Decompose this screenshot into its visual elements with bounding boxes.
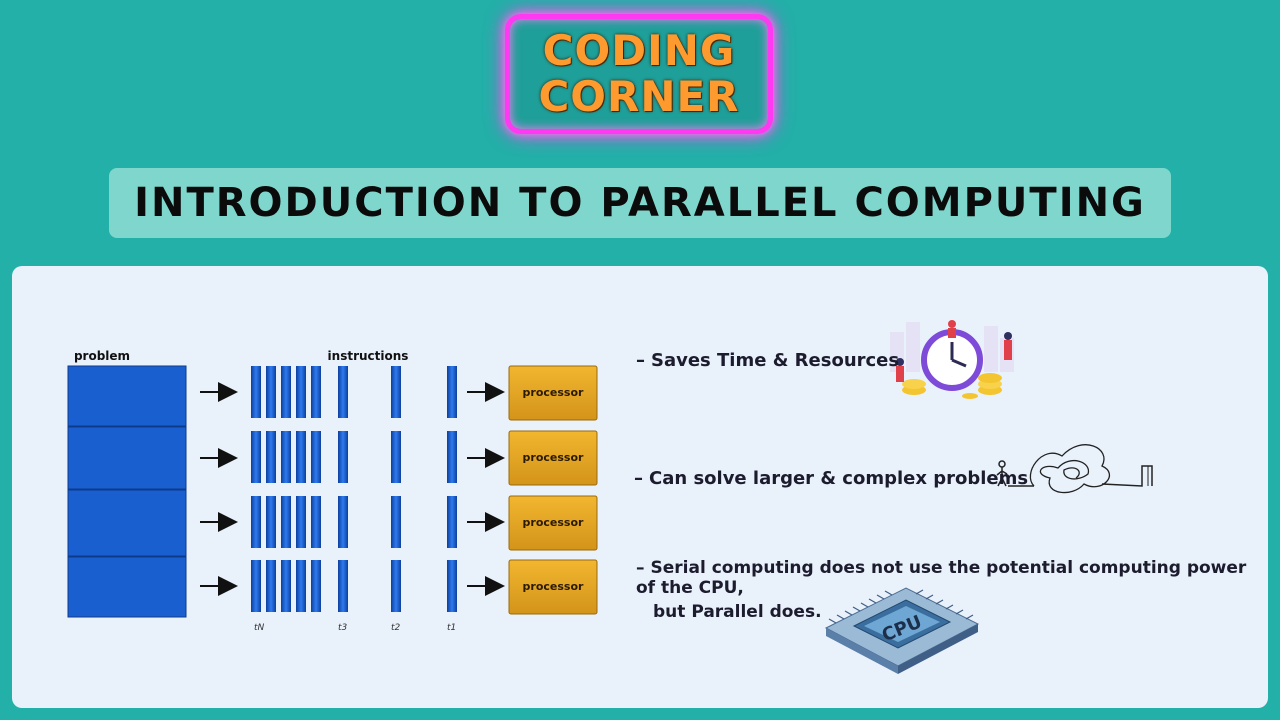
problem-label: problem [74, 349, 130, 363]
bullet-dash: – [634, 468, 643, 489]
diagram-row-4: processor [200, 559, 598, 615]
time-label-t2: t2 [391, 623, 401, 633]
diagram-row-1: processor [200, 365, 598, 421]
bullet-dash: – [636, 350, 645, 371]
problem-block [67, 365, 187, 618]
bullet-saves-time: –Saves Time & Resources [636, 350, 899, 371]
bullet-serial-vs-parallel: –Serial computing does not use the poten… [636, 558, 1268, 622]
cpu-chip-icon [824, 587, 980, 674]
processor-label: processor [523, 516, 584, 529]
bullet-text-line-1: Serial computing does not use the potent… [636, 558, 1247, 598]
coding-corner-logo: CODING CORNER [505, 14, 773, 134]
processor-label: processor [523, 451, 584, 464]
bullet-text: Can solve larger & complex problems [649, 468, 1029, 489]
parallel-computing-diagram: problem instructions processor [67, 320, 1153, 674]
diagram-row-3: processor [200, 495, 598, 551]
bullet-complex-problems: –Can solve larger & complex problems [634, 468, 1028, 489]
page-title: Introduction to Parallel Computing [134, 180, 1146, 226]
title-bar: Introduction to Parallel Computing [109, 168, 1171, 238]
time-label-t3: t3 [338, 623, 348, 633]
diagram-row-2: processor [200, 430, 598, 486]
complex-problem-illustration [996, 444, 1153, 494]
processor-label: processor [523, 386, 584, 399]
instructions-label: instructions [328, 349, 409, 363]
walker-icon [998, 460, 1006, 468]
time-label-tN: tN [254, 623, 265, 633]
bullet-dash: – [636, 558, 645, 578]
bullet-text-line-2: but Parallel does. [653, 602, 822, 622]
processor-label: processor [523, 580, 584, 593]
time-resources-illustration [890, 320, 1014, 399]
bullet-text: Saves Time & Resources [651, 350, 900, 371]
time-label-t1: t1 [447, 623, 456, 633]
content-panel: problem instructions processor [12, 266, 1268, 708]
logo-line-1: CODING [542, 26, 736, 75]
logo-line-2: CORNER [538, 72, 740, 121]
